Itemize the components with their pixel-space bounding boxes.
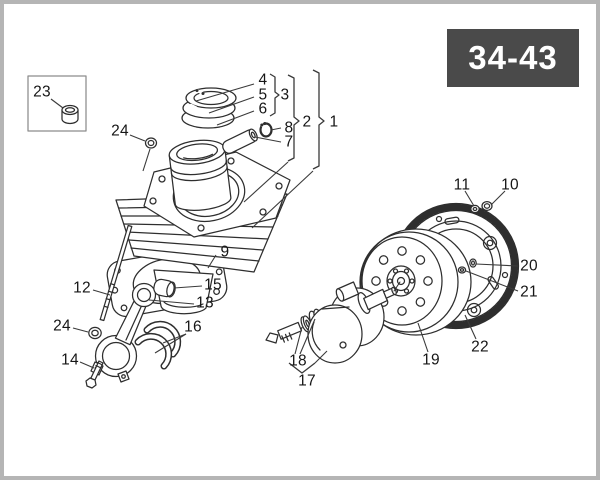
callout-24-rod: 24: [53, 317, 71, 335]
callout-2: 2: [302, 113, 312, 131]
page-label: 34-43: [447, 29, 579, 87]
callout-9: 9: [220, 243, 230, 261]
callout-24-cylinder: 24: [111, 122, 129, 140]
circlip: [259, 121, 273, 138]
callout-23: 23: [33, 83, 51, 101]
callout-20: 20: [520, 257, 538, 275]
callout-10: 10: [501, 176, 519, 194]
callout-14: 14: [61, 351, 79, 369]
piston: [168, 139, 232, 211]
callout-3: 3: [280, 86, 290, 104]
callout-1: 1: [329, 113, 339, 131]
callout-6: 6: [258, 100, 268, 118]
small-end-bushing: [153, 278, 176, 298]
flywheel: [359, 228, 472, 336]
gear-bolt: [469, 258, 477, 268]
callout-7: 7: [284, 133, 294, 151]
rod-bolt: [85, 360, 104, 389]
plug-part: [61, 104, 79, 125]
callout-8: 8: [284, 119, 294, 137]
callout-21: 21: [520, 283, 538, 301]
wrist-pin: [222, 128, 258, 154]
cylinder-nut: [144, 137, 158, 149]
callout-11: 11: [453, 176, 471, 194]
callout-17: 17: [298, 372, 316, 390]
flywheel-washer: [470, 204, 480, 214]
callout-15: 15: [204, 276, 222, 294]
callout-16: 16: [184, 318, 202, 336]
exploded-engine-drawing: [27, 75, 520, 389]
callout-4: 4: [258, 71, 268, 89]
rod-nut: [88, 326, 102, 340]
callout-13: 13: [196, 294, 214, 312]
crankshaft: [265, 281, 401, 364]
callout-19: 19: [422, 351, 440, 369]
piston-rings: [181, 87, 237, 129]
page-label-text: 34-43: [468, 39, 558, 76]
big-end-bearing-shells: [134, 320, 182, 370]
callout-5: 5: [258, 86, 268, 104]
flywheel-nut: [481, 200, 493, 212]
callout-12: 12: [73, 279, 91, 297]
gear-washer: [457, 266, 467, 274]
callout-22: 22: [471, 338, 489, 356]
connecting-rod: [90, 282, 157, 383]
callout-18: 18: [289, 352, 307, 370]
